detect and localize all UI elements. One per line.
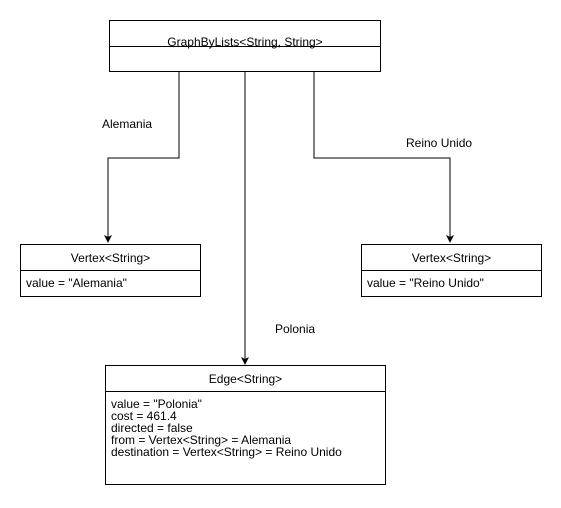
edge-attr-value: value = "Polonia" [111,397,202,411]
vertex-reino-unido-title: Vertex<String> [362,245,541,271]
vertex-alemania-attributes: value = "Alemania" [21,271,200,289]
graph-box[interactable]: GraphByLists<String, String> [109,20,381,72]
edge-attr-cost: cost = 461.4 [111,409,177,423]
vertex-reino-unido-value: value = "Reino Unido" [367,276,484,290]
edge-attr-destination: destination = Vertex<String> = Reino Uni… [111,445,342,459]
vertex-alemania-box[interactable]: Vertex<String> value = "Alemania" [20,244,201,297]
edge-attributes: value = "Polonia" cost = 461.4 directed … [106,392,385,458]
edge-box[interactable]: Edge<String> value = "Polonia" cost = 46… [105,365,386,485]
vertex-alemania-value: value = "Alemania" [26,276,127,290]
graph-title: GraphByLists<String, String> [110,21,380,48]
connector-alemania [104,72,180,243]
graph-attributes [110,47,380,71]
vertex-reino-unido-attributes: value = "Reino Unido" [362,271,541,289]
edge-attr-directed: directed = false [111,421,193,435]
vertex-reino-unido-box[interactable]: Vertex<String> value = "Reino Unido" [361,244,542,297]
label-alemania: Alemania [102,117,153,131]
vertex-alemania-title: Vertex<String> [21,245,200,271]
label-reino-unido: Reino Unido [406,136,473,150]
label-polonia: Polonia [275,322,316,336]
edge-title: Edge<String> [106,366,385,392]
edge-attr-from: from = Vertex<String> = Alemania [111,433,292,447]
connector-reino-unido [313,72,454,243]
